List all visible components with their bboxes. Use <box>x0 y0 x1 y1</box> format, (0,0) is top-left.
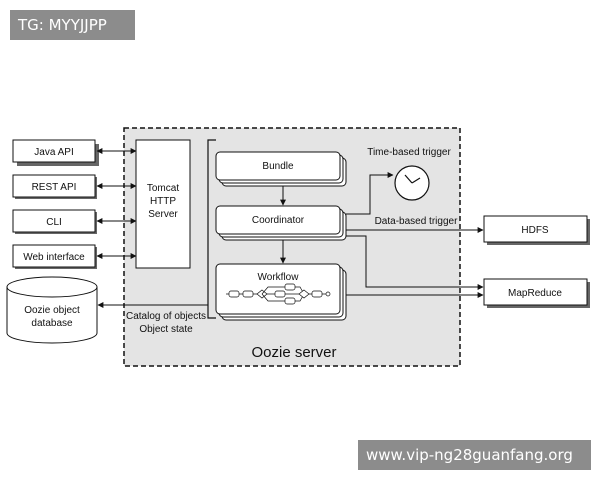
bottom-right-url-tag: www.vip-ng28guanfang.org <box>358 440 591 470</box>
catalog-label: Catalog of objects <box>126 311 206 322</box>
java-api-label: Java API <box>34 147 73 158</box>
coordinator-mapreduce-arrow <box>346 235 484 290</box>
tomcat-label-line1: Tomcat <box>147 183 179 194</box>
object-state-label: Object state <box>139 324 193 335</box>
oozie-server-title: Oozie server <box>251 344 336 361</box>
web-interface-label: Web interface <box>23 252 85 263</box>
data-trigger-label: Data-based trigger <box>375 216 458 227</box>
clock-icon <box>394 165 430 201</box>
engine-bracket <box>207 139 216 319</box>
rest-api-label: REST API <box>32 182 77 193</box>
tomcat-label-line2: HTTP <box>150 196 176 207</box>
tomcat-http-server: Tomcat HTTP Server <box>135 139 191 269</box>
oozie-object-database: Oozie object database <box>6 276 98 344</box>
time-trigger-label: Time-based trigger <box>367 147 451 158</box>
tomcat-label-line3: Server <box>148 209 178 220</box>
client-cli: CLI <box>12 209 97 234</box>
top-left-tag: TG: MYYJJPP <box>10 10 135 40</box>
coordinator-engine: Coordinator <box>215 205 347 241</box>
client-rest-api: REST API <box>12 174 97 199</box>
client-java-api: Java API <box>12 139 99 166</box>
bundle-engine: Bundle <box>215 151 347 187</box>
client-web-interface: Web interface <box>12 244 97 269</box>
hdfs-box: HDFS <box>483 215 590 245</box>
workflow-label: Workflow <box>258 272 300 283</box>
mapreduce-label: MapReduce <box>508 288 562 299</box>
cli-label: CLI <box>46 217 62 228</box>
workflow-engine: Workflow <box>215 263 347 321</box>
bundle-label: Bundle <box>262 161 294 172</box>
coordinator-label: Coordinator <box>252 215 305 226</box>
mapreduce-box: MapReduce <box>483 278 590 308</box>
time-trigger-arrow <box>346 172 394 215</box>
hdfs-label: HDFS <box>521 225 549 236</box>
database-label-line1: Oozie object <box>24 305 80 316</box>
workflow-graph-icon <box>226 283 331 305</box>
database-label-line2: database <box>31 318 73 329</box>
